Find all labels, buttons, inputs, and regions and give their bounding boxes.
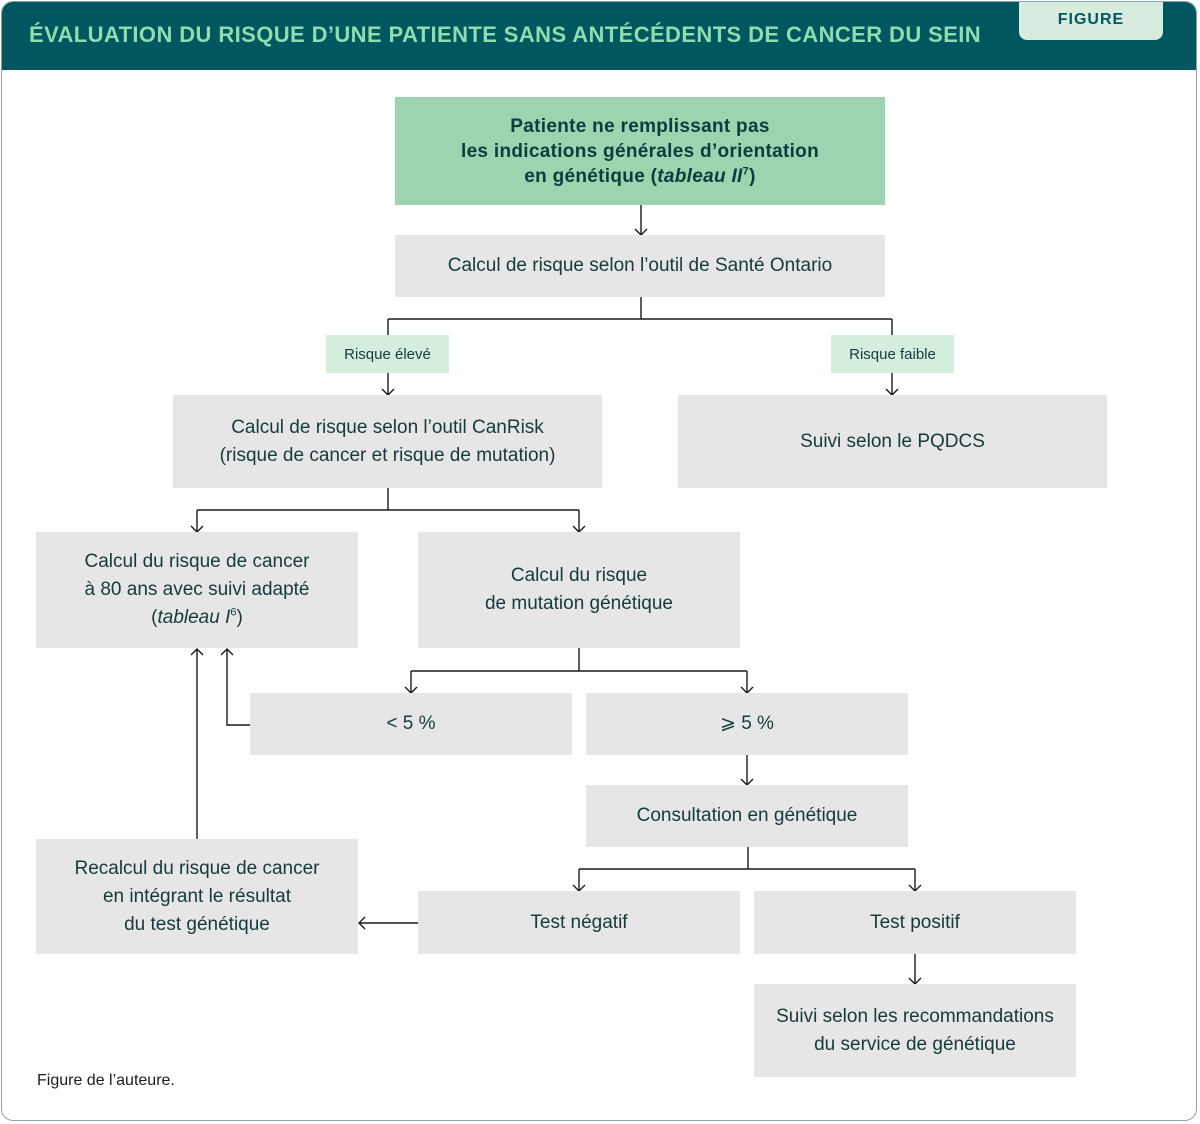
- node-cancer80-line3-suffix: ): [236, 607, 243, 628]
- figure-tab: FIGURE: [1019, 2, 1163, 40]
- node-start-line3-prefix: en génétique (: [524, 165, 658, 187]
- node-recalcul-line3: du test génétique: [124, 913, 270, 935]
- node-canrisk-line1: Calcul de risque selon l’outil CanRisk: [231, 416, 544, 438]
- arrow-lt5-to-cancer80: [220, 648, 250, 726]
- tag-risque-faible: Risque faible: [831, 335, 954, 373]
- node-consultation: Consultation en génétique: [586, 785, 908, 847]
- node-test-positif: Test positif: [754, 891, 1076, 954]
- node-suivi-genetique-line2: du service de génétique: [814, 1033, 1016, 1055]
- node-recalcul-line1: Recalcul du risque de cancer: [74, 857, 320, 879]
- node-suivi-genetique: Suivi selon les recommandations du servi…: [754, 984, 1076, 1077]
- node-cancer80-table-ref: tableau I: [157, 607, 231, 628]
- node-test-negatif: Test négatif: [418, 891, 740, 954]
- node-start-ref-number: 7: [742, 165, 750, 178]
- node-mutation-line2: de mutation génétique: [484, 593, 674, 614]
- node-canrisk: Calcul de risque selon l’outil CanRisk (…: [173, 395, 602, 488]
- node-cancer80-line3-prefix: (: [151, 607, 158, 628]
- node-ge5: ⩾ 5 %: [586, 693, 908, 755]
- node-pqdcs: Suivi selon le PQDCS: [678, 395, 1107, 488]
- node-recalcul-line2: en intégrant le résultat: [102, 885, 291, 907]
- node-cancer-80: Calcul du risque de cancer à 80 ans avec…: [36, 532, 358, 648]
- node-start-line3-suffix: ): [749, 165, 756, 187]
- node-cancer80-line1: Calcul du risque de cancer: [84, 551, 310, 572]
- node-cancer80-line2: à 80 ans avec suivi adapté: [84, 579, 310, 600]
- node-mutation-line1: Calcul du risque: [510, 565, 648, 586]
- node-start-line3: en génétique (tableau II7): [524, 164, 755, 189]
- node-cancer80-ref-number: 6: [230, 606, 237, 619]
- node-mutation: Calcul du risque de mutation génétique: [418, 532, 740, 648]
- node-canrisk-line2: (risque de cancer et risque de mutation): [219, 444, 556, 466]
- node-suivi-genetique-line1: Suivi selon les recommandations: [776, 1005, 1054, 1027]
- node-sante-ontario: Calcul de risque selon l’outil de Santé …: [395, 235, 885, 297]
- node-cancer80-line3: (tableau I6): [151, 604, 243, 632]
- figure-header: ÉVALUATION DU RISQUE D’UNE PATIENTE SANS…: [2, 2, 1196, 70]
- node-start-patient: Patiente ne remplissant pas les indicati…: [395, 97, 885, 205]
- node-start-table-ref: tableau II: [657, 165, 743, 187]
- node-start-line1: Patiente ne remplissant pas: [510, 115, 770, 137]
- node-recalcul: Recalcul du risque de cancer en intégran…: [36, 839, 358, 954]
- node-lt5: < 5 %: [250, 693, 572, 755]
- node-start-line2: les indications générales d’orientation: [460, 140, 819, 162]
- tag-risque-eleve: Risque élevé: [326, 335, 449, 373]
- figure-title: ÉVALUATION DU RISQUE D’UNE PATIENTE SANS…: [29, 22, 982, 47]
- figure-footnote: Figure de l’auteure.: [37, 1072, 175, 1089]
